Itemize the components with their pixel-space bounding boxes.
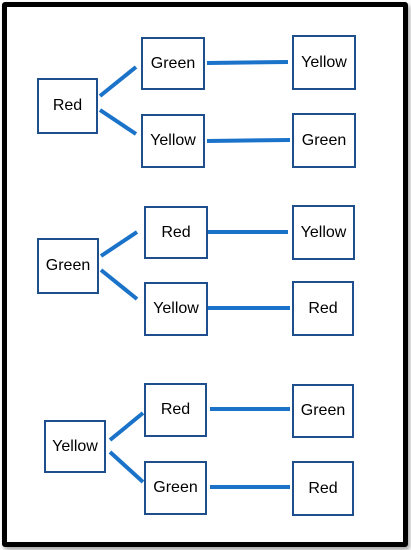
node-label: Yellow — [300, 223, 347, 241]
middle-node: Yellow — [144, 282, 208, 336]
leaf-node: Green — [292, 113, 356, 168]
leaf-node: Yellow — [292, 205, 355, 260]
connector-line — [99, 268, 139, 301]
leaf-node: Red — [292, 281, 354, 336]
node-label: Red — [308, 299, 338, 317]
connector-line — [206, 138, 291, 143]
node-label: Yellow — [52, 437, 98, 455]
connector-line — [98, 65, 138, 98]
node-label: Yellow — [301, 53, 347, 71]
node-label: Green — [301, 131, 347, 149]
node-label: Yellow — [153, 300, 199, 317]
leaf-node: Yellow — [292, 35, 356, 90]
node-label: Red — [52, 97, 83, 114]
middle-node: Red — [144, 206, 208, 259]
node-label: Green — [153, 479, 198, 496]
node-label: Red — [161, 223, 191, 241]
root-node: Green — [37, 238, 99, 294]
node-label: Green — [45, 257, 91, 274]
root-node: Yellow — [44, 420, 106, 473]
leaf-node: Green — [292, 384, 354, 438]
node-label: Green — [150, 54, 196, 72]
node-label: Red — [160, 401, 191, 418]
connector-line — [108, 450, 145, 484]
middle-node: Green — [144, 461, 207, 515]
connector-line — [206, 60, 289, 65]
leaf-node: Red — [292, 461, 354, 516]
middle-node: Red — [144, 383, 207, 437]
connector-line — [99, 230, 139, 258]
node-label: Yellow — [150, 132, 196, 149]
node-label: Green — [300, 402, 346, 419]
middle-node: Yellow — [141, 114, 205, 168]
connector-line — [108, 411, 145, 442]
middle-node: Green — [141, 37, 205, 90]
connector-line — [98, 108, 138, 136]
node-label: Red — [308, 479, 338, 497]
root-node: Red — [37, 78, 98, 134]
